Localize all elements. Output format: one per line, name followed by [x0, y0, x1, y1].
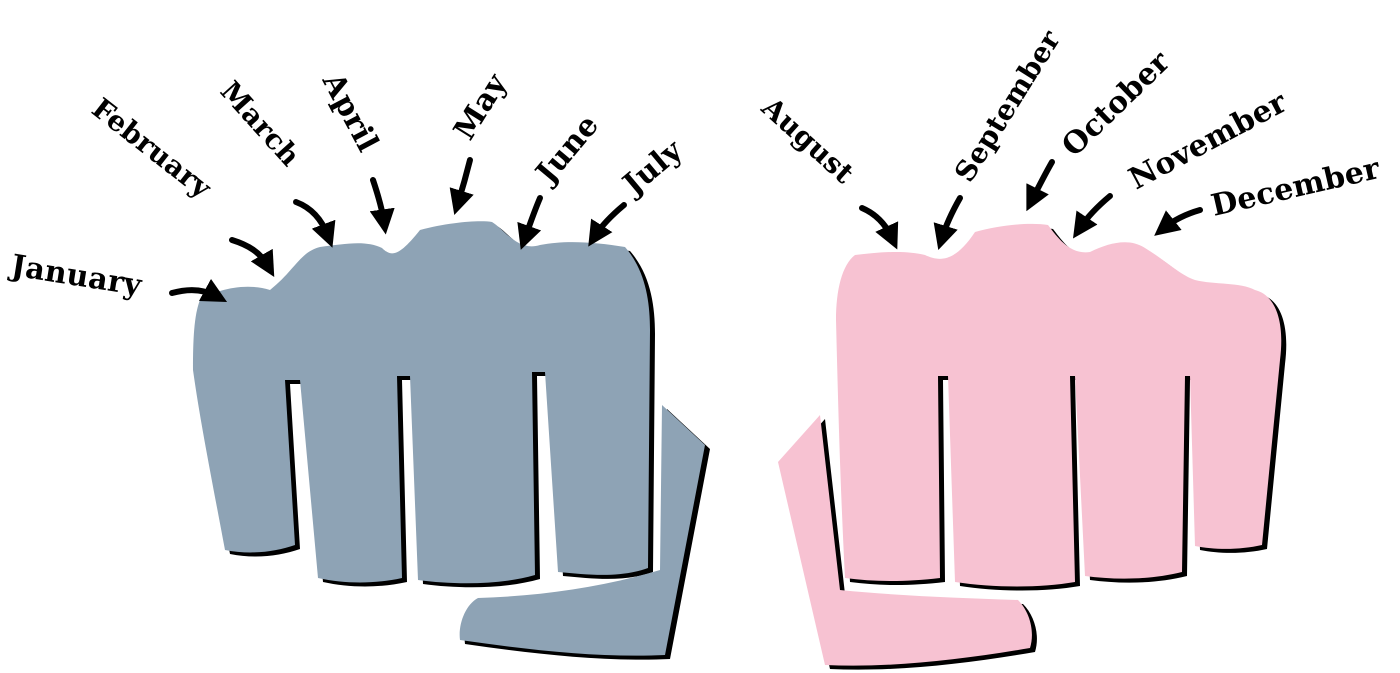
- arrow-february: [229, 237, 275, 277]
- label-march: March: [214, 75, 307, 173]
- arrow-october: [1026, 159, 1055, 212]
- arrow-december: [1154, 207, 1203, 236]
- label-january: January: [6, 248, 146, 304]
- arrows: [169, 157, 1203, 303]
- right-fist: [778, 223, 1287, 670]
- label-july: July: [614, 132, 690, 204]
- arrow-september: [933, 195, 963, 251]
- left-fist-thumb: [459, 405, 705, 656]
- right-fist-thumb: [778, 415, 1032, 666]
- label-october: October: [1055, 44, 1178, 164]
- arrow-august: [859, 205, 899, 250]
- arrow-january: [169, 278, 228, 303]
- label-december: December: [1208, 151, 1384, 224]
- arrow-march: [293, 199, 336, 248]
- label-april: April: [314, 66, 385, 157]
- arrow-november: [1073, 193, 1113, 239]
- arrow-april: [369, 177, 395, 235]
- label-february: February: [86, 92, 218, 206]
- arrow-june: [517, 195, 543, 250]
- arrow-may: [449, 157, 474, 216]
- left-fist-hand: [193, 221, 650, 584]
- label-june: June: [527, 108, 606, 192]
- label-august: August: [755, 90, 861, 190]
- right-fist-hand: [836, 223, 1282, 587]
- left-fist: [193, 221, 710, 660]
- label-may: May: [447, 67, 515, 147]
- month-labels: January February March April May June Ju…: [6, 24, 1384, 304]
- arrow-july: [588, 202, 627, 247]
